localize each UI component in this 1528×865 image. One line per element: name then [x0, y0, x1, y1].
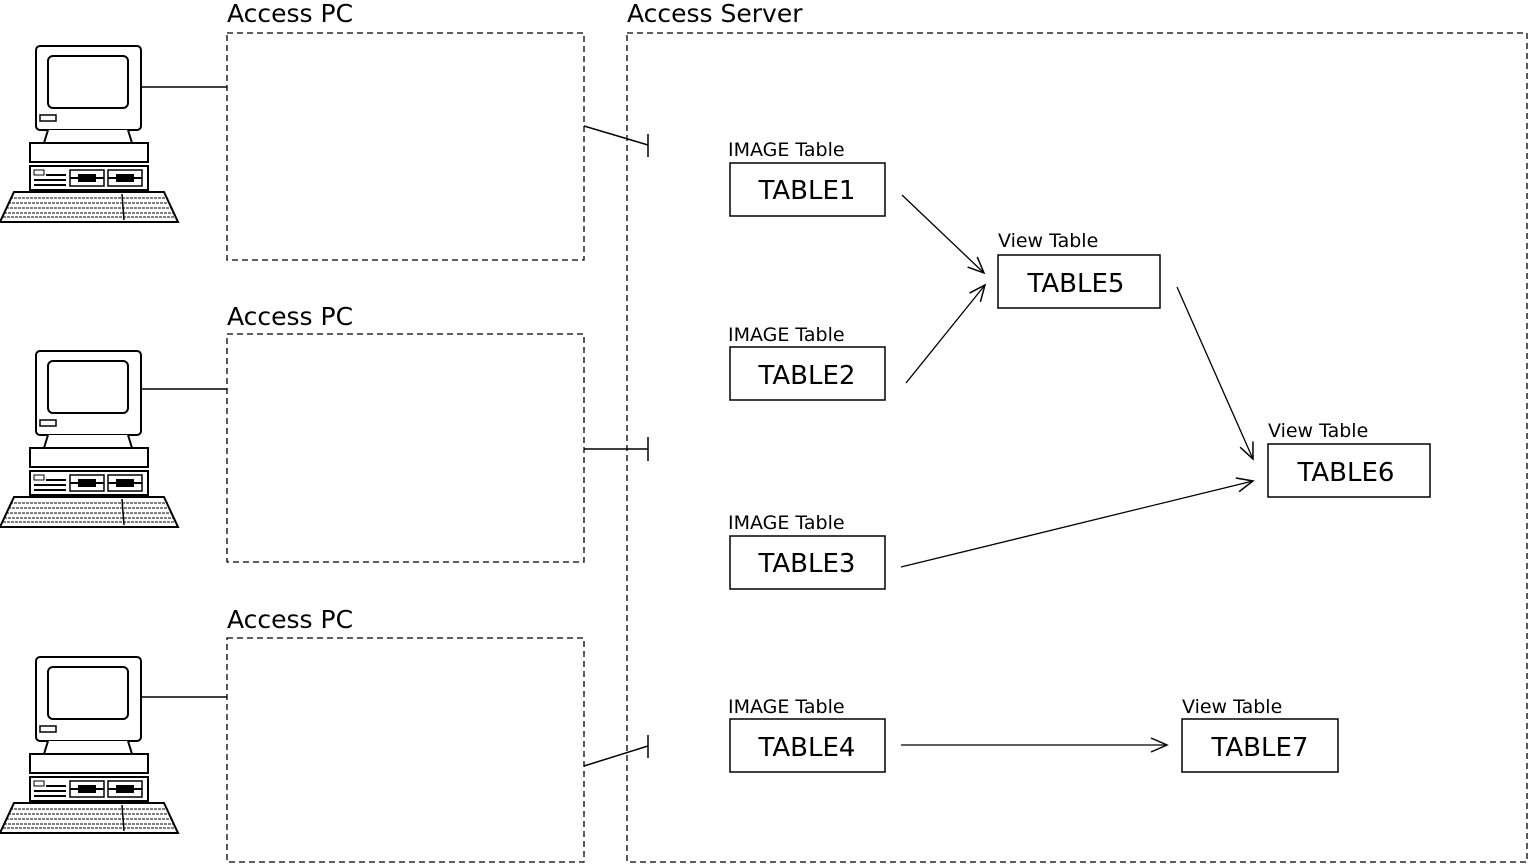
table-name: TABLE1	[758, 176, 856, 206]
table-node-table3: IMAGE Table TABLE3	[728, 512, 886, 590]
pc-server-connection	[583, 125, 649, 157]
table-node-table7: View Table TABLE7	[1181, 696, 1339, 773]
table-caption: View Table	[1182, 696, 1282, 718]
access-pc-label: Access PC	[227, 302, 353, 331]
pc-server-connection	[583, 735, 649, 767]
table-name: TABLE5	[1027, 269, 1125, 299]
table-caption: IMAGE Table	[728, 324, 845, 346]
table-node-table4: IMAGE Table TABLE4	[728, 696, 886, 773]
table-caption: IMAGE Table	[728, 696, 845, 718]
table-node-table2: IMAGE Table TABLE2	[728, 324, 886, 401]
table-name: TABLE7	[1211, 733, 1309, 763]
arrow-table5-table6	[1176, 286, 1254, 461]
table-caption: IMAGE Table	[728, 512, 845, 534]
desktop-computer-icon	[0, 45, 179, 223]
arrow-table3-table6	[900, 477, 1255, 568]
access-pc-box	[226, 32, 585, 261]
table-caption: View Table	[1268, 420, 1368, 442]
access-server-box	[626, 32, 1528, 863]
table-name: TABLE2	[758, 361, 856, 391]
table-name: TABLE4	[758, 733, 856, 763]
access-pc-box	[226, 333, 585, 563]
access-pc-box	[226, 637, 585, 863]
table-node-table6: View Table TABLE6	[1267, 420, 1431, 498]
table-name: TABLE6	[1297, 458, 1395, 488]
access-server-label: Access Server	[627, 0, 803, 28]
access-pc-label: Access PC	[227, 0, 353, 28]
table-caption: IMAGE Table	[728, 139, 845, 161]
arrow-table1-table5	[901, 194, 986, 275]
desktop-computer-icon	[0, 350, 179, 528]
table-caption: View Table	[998, 230, 1098, 252]
desktop-computer-icon	[0, 656, 179, 834]
arrow-table2-table5	[905, 283, 987, 384]
table-node-table1: IMAGE Table TABLE1	[728, 139, 886, 217]
table-node-table5: View Table TABLE5	[997, 230, 1161, 309]
pc-server-connection	[584, 437, 649, 461]
access-pc-label: Access PC	[227, 605, 353, 634]
table-name: TABLE3	[758, 549, 856, 579]
